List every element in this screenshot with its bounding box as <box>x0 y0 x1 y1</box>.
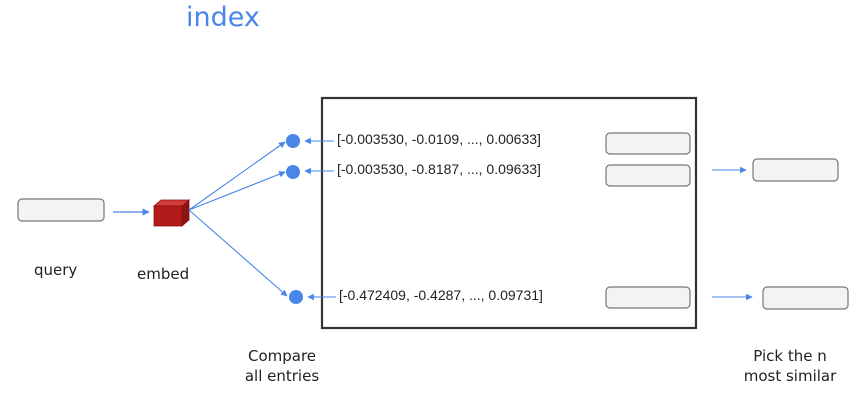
entry-3-document-field <box>605 286 691 309</box>
compare-caption-line-2: all entries <box>244 367 320 385</box>
dot-icon <box>286 165 300 179</box>
embed-label: embed <box>137 265 190 283</box>
cube-icon <box>152 199 191 227</box>
embed-to-dot-3-arrow <box>188 209 288 297</box>
entry-2-vector: [-0.003530, -0.8187, ..., 0.09633] <box>337 161 541 177</box>
pick-caption-line-1: Pick the n <box>753 347 827 365</box>
pick-caption: Pick the n most similar <box>730 346 850 386</box>
diagram-title: index <box>186 2 260 33</box>
query-field <box>17 198 105 222</box>
embed-to-dot-2-arrow <box>188 171 286 211</box>
dot-icon <box>289 290 303 304</box>
result-2-field <box>762 286 849 310</box>
entry-3-vector: [-0.472409, -0.4287, ..., 0.09731] <box>339 287 543 303</box>
index-container <box>320 96 698 330</box>
dot-icon <box>286 134 300 148</box>
embed-to-dot-1-arrow <box>188 141 286 211</box>
compare-caption: Compare all entries <box>232 346 332 386</box>
entry-1-vector: [-0.003530, -0.0109, ..., 0.00633] <box>337 131 541 147</box>
pick-caption-line-2: most similar <box>743 367 837 385</box>
result-1-field <box>752 158 839 182</box>
compare-caption-line-1: Compare <box>247 347 317 365</box>
query-label: query <box>34 261 78 279</box>
entry-1-document-field <box>605 132 691 155</box>
entry-2-document-field <box>605 164 691 187</box>
